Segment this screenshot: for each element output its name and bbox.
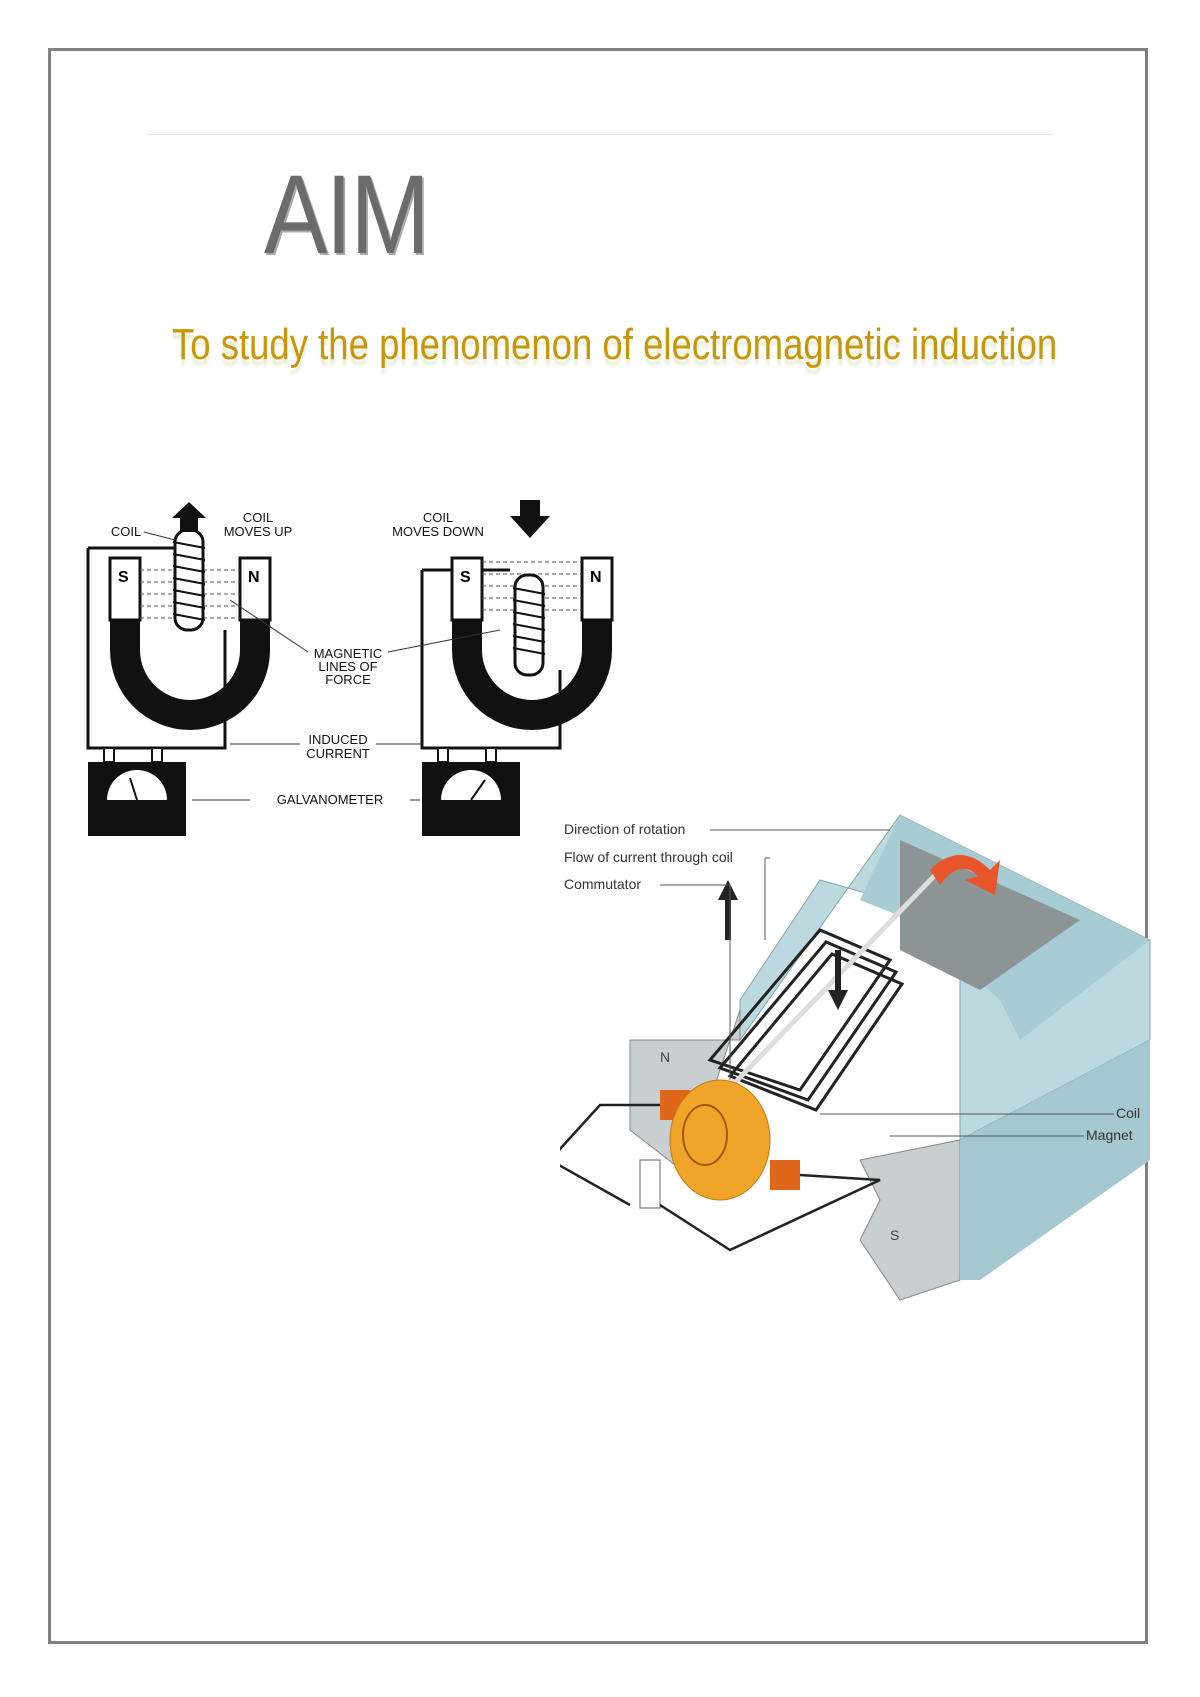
coil-label: COIL	[111, 524, 141, 539]
magnet-label: Magnet	[1086, 1127, 1133, 1143]
brush-terminal	[639, 1159, 661, 1209]
coil-moves-up-label: MOVES UP	[224, 524, 293, 539]
rotation-arrow-icon	[930, 855, 1000, 895]
coil-moves-down-label: COIL	[423, 510, 453, 525]
page-title: AIM	[264, 152, 430, 277]
motor-diagram: N S Direction of rotation Flow of curren…	[560, 814, 1151, 1301]
motor-labels: Direction of rotation Flow of current th…	[564, 821, 1140, 1143]
flow-of-current-label: Flow of current through coil	[564, 849, 733, 865]
page-border	[48, 48, 1148, 1644]
commutator	[660, 1079, 800, 1201]
arrow-down-icon	[828, 950, 848, 1010]
coil-moves-up-label: COIL	[243, 510, 273, 525]
pole-s-label: S	[460, 569, 471, 586]
direction-of-rotation-label: Direction of rotation	[564, 821, 685, 837]
induced-current-label: CURRENT	[306, 746, 370, 761]
pole-n-label: N	[590, 569, 602, 586]
external-circuit	[560, 1103, 881, 1252]
commutator-label: Commutator	[564, 876, 641, 892]
coil	[707, 928, 905, 1112]
arrow-down-icon	[510, 500, 550, 538]
induction-diagram: S N S N COIL COIL MOVES UP COIL MOVES DO…	[86, 500, 614, 836]
induced-current-label: INDUCED	[308, 732, 367, 747]
pole-s-label: S	[890, 1227, 899, 1243]
magnetic-lines-label: MAGNETIC	[314, 646, 383, 661]
pole-n-label: N	[248, 569, 260, 586]
coil-label: Coil	[1116, 1105, 1140, 1121]
arrow-up-icon	[172, 502, 206, 532]
galvanometer-label: GALVANOMETER	[277, 792, 383, 807]
coil-moves-down-label: MOVES DOWN	[392, 524, 484, 539]
left-setup: S N	[86, 502, 272, 836]
right-setup: S N	[420, 500, 614, 836]
magnetic-lines-label: FORCE	[325, 672, 371, 687]
pole-s-label: S	[118, 569, 129, 586]
figure-labels: COIL COIL MOVES UP COIL MOVES DOWN MAGNE…	[111, 510, 501, 807]
page-subtitle: To study the phenomenon of electromagnet…	[172, 320, 1058, 369]
pole-n-label: N	[660, 1049, 670, 1065]
magnetic-lines-label: LINES OF	[318, 659, 377, 674]
arrow-up-icon	[718, 880, 738, 940]
header-rule	[146, 134, 1054, 135]
